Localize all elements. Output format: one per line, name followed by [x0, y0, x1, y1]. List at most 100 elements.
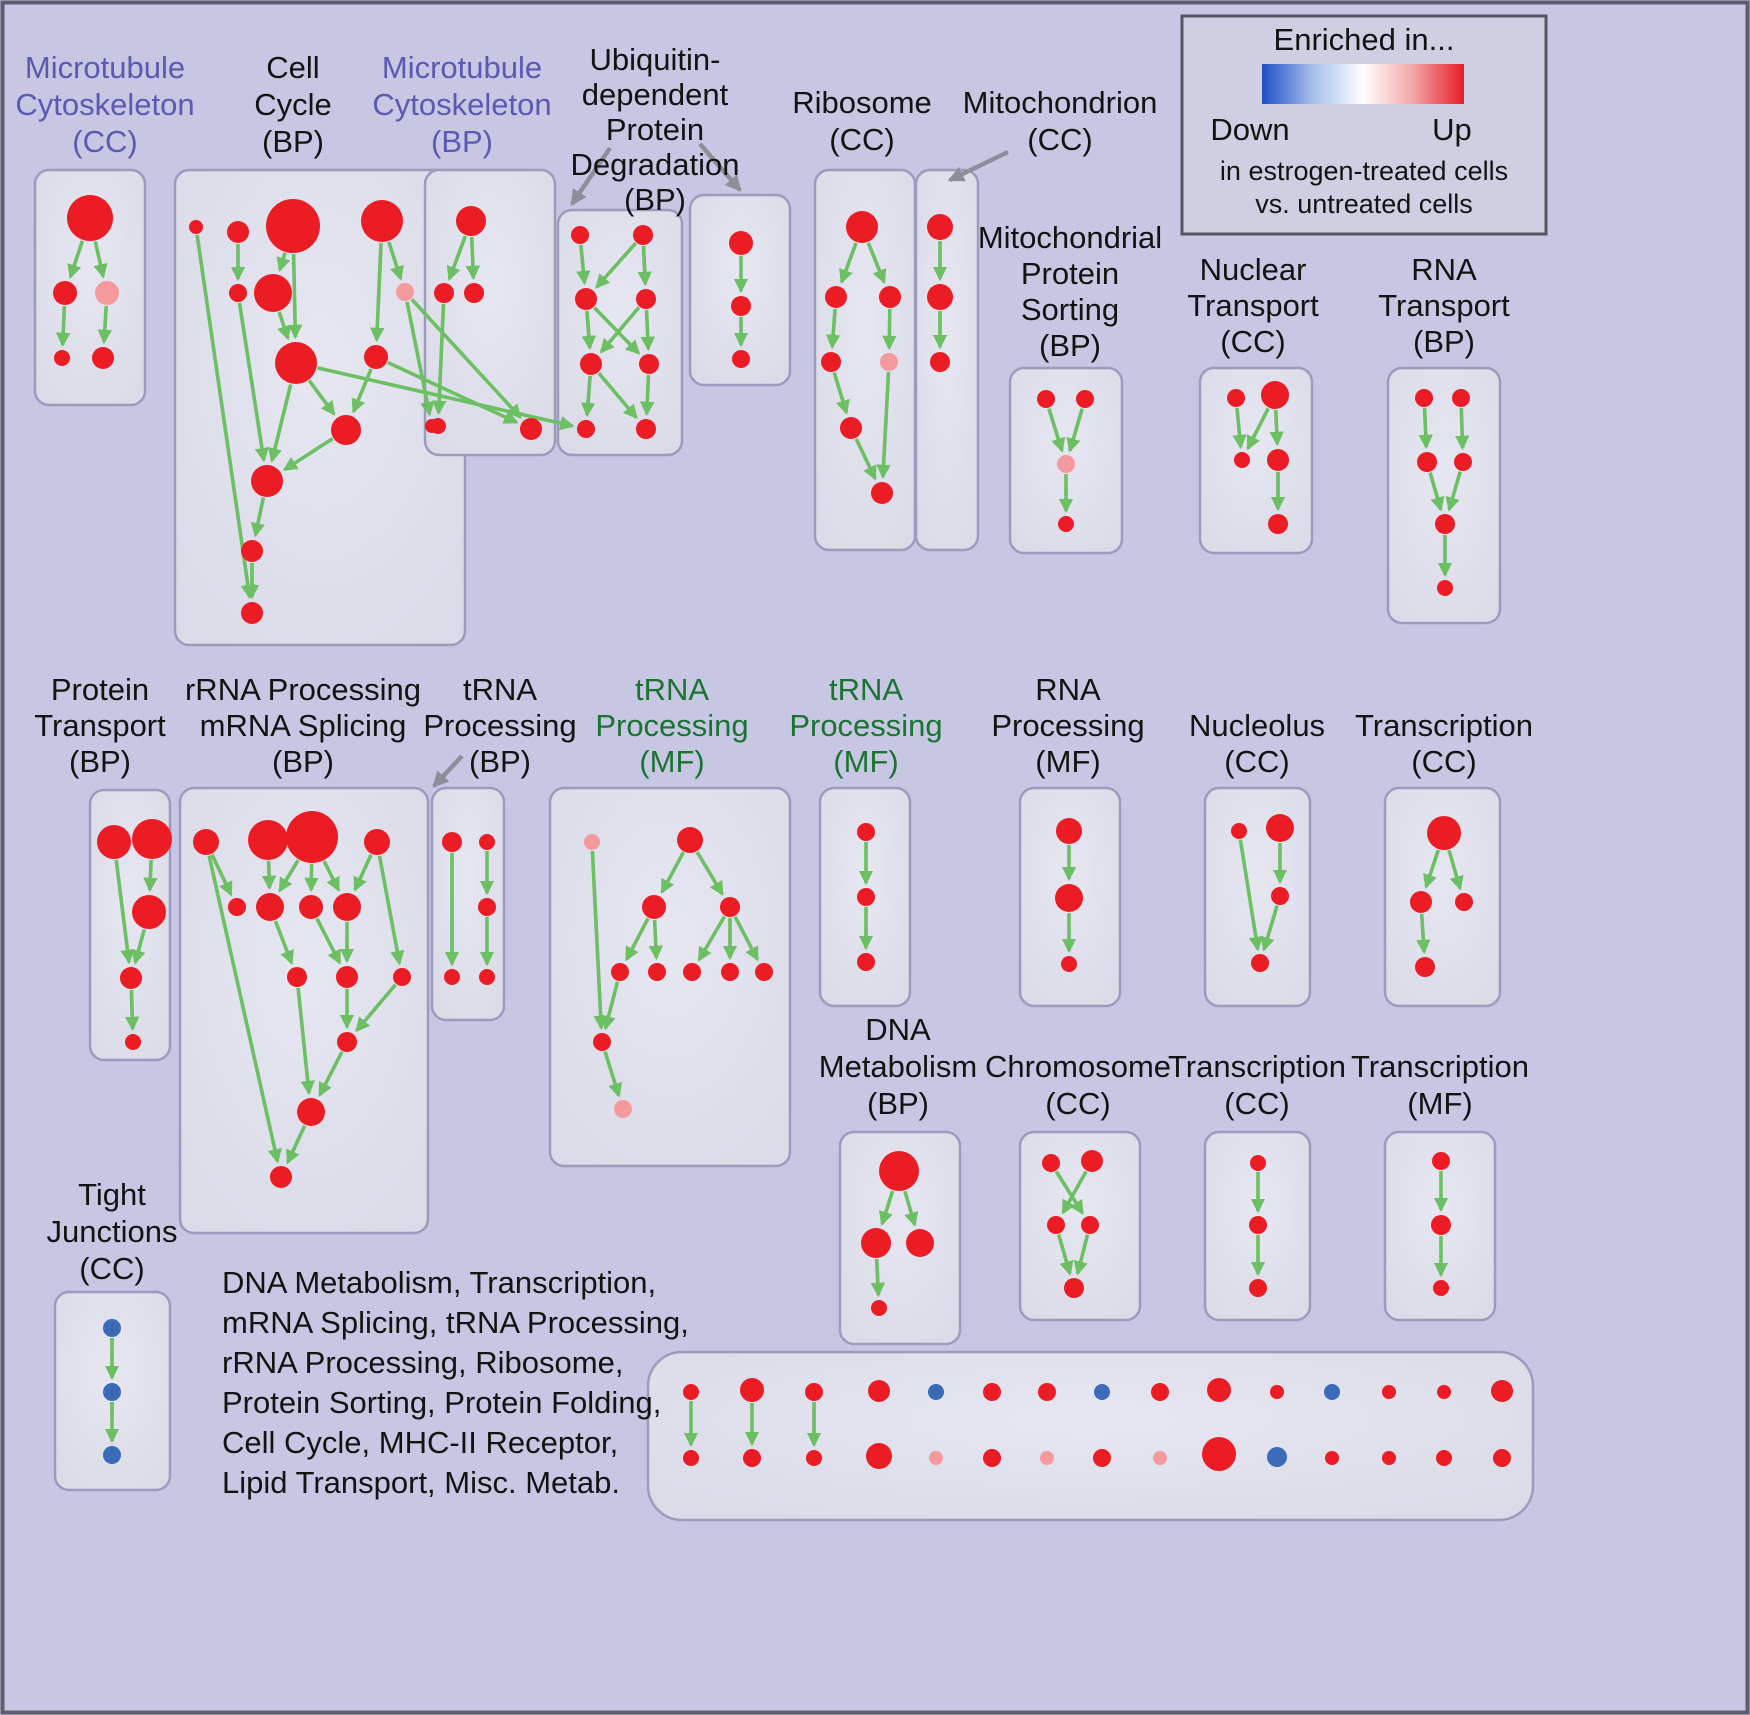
node-z2	[103, 1383, 121, 1401]
edge-arrow	[322, 860, 341, 892]
edge-arrow	[353, 853, 373, 892]
edge-arrow	[250, 497, 266, 538]
node-c7	[396, 283, 414, 301]
group-box-nucleolus-cc	[1203, 786, 1312, 1008]
node-y1	[1427, 816, 1461, 850]
node-mc2	[53, 281, 77, 305]
node-bt4	[868, 1380, 890, 1402]
node-h10	[593, 1033, 611, 1051]
node-m3	[464, 283, 484, 303]
group-label-ribosome-cc: Ribosome(CC)	[792, 85, 932, 157]
node-bt12	[1324, 1384, 1340, 1400]
edge-arrow	[125, 989, 140, 1032]
edge-arrow	[1232, 407, 1247, 450]
edge-arrow	[93, 241, 108, 279]
node-mc4	[54, 350, 70, 366]
edge-arrow	[1047, 408, 1066, 453]
node-mc5	[92, 347, 114, 369]
node-c13	[241, 540, 263, 562]
node-m1	[456, 206, 486, 236]
group-box-chromosome-cc	[1018, 1130, 1142, 1322]
node-bb14	[1436, 1450, 1452, 1466]
group-box-nuclear-transport-cc	[1198, 366, 1314, 555]
node-c4	[361, 200, 403, 242]
node-bb3	[806, 1450, 822, 1466]
node-g14	[270, 1166, 292, 1188]
edge-arrow	[1054, 1170, 1085, 1215]
node-h11	[614, 1100, 632, 1118]
node-bt13	[1382, 1385, 1396, 1399]
node-c14	[241, 602, 263, 624]
node-q3	[1417, 452, 1437, 472]
node-d3	[906, 1229, 934, 1257]
node-j2	[1431, 1215, 1451, 1235]
node-r2	[825, 286, 847, 308]
node-f1	[1250, 1155, 1266, 1171]
node-bt15	[1491, 1380, 1513, 1402]
group-box-misc-terms	[646, 1350, 1535, 1522]
edge-arrow	[733, 915, 760, 962]
node-bb1	[683, 1450, 699, 1466]
node-e2	[1081, 1150, 1103, 1172]
misc-terms-note: DNA Metabolism, Transcription,mRNA Splic…	[222, 1265, 689, 1500]
edge-arrow	[446, 235, 468, 282]
node-mc1	[67, 195, 113, 241]
edge-arrow	[1416, 913, 1431, 955]
node-m4	[430, 418, 446, 434]
node-n2	[1261, 381, 1289, 409]
node-u7	[577, 420, 595, 438]
node-y2	[1410, 891, 1432, 913]
edge-arrow	[267, 383, 293, 463]
node-d2	[861, 1228, 891, 1258]
node-c9	[364, 345, 388, 369]
node-mc3	[95, 281, 119, 305]
label-pointer-arrow	[947, 149, 1009, 183]
edge-arrow	[595, 242, 638, 289]
edge-arrow	[67, 240, 85, 279]
node-j1	[1432, 1152, 1450, 1170]
node-bb7	[1040, 1451, 1054, 1465]
node-bt1	[683, 1384, 699, 1400]
edge-arrow	[593, 306, 641, 355]
node-g8	[333, 893, 361, 921]
node-v3	[732, 350, 750, 368]
legend-up-label: Up	[1432, 112, 1472, 147]
edge-arrow	[1246, 407, 1270, 451]
edge-arrow	[114, 859, 135, 965]
edge-arrow	[839, 242, 858, 285]
edge-arrow	[1073, 1234, 1090, 1276]
node-u1	[571, 226, 589, 244]
edge-arrow	[1423, 849, 1441, 889]
legend-gradient-bar	[1262, 64, 1464, 104]
group-label-transcription-cc-a: Transcription(CC)	[1355, 708, 1533, 779]
node-n5	[1268, 514, 1288, 534]
edge-arrow	[1447, 849, 1464, 891]
node-x3	[1271, 887, 1289, 905]
label-pointer-arrow	[698, 142, 742, 192]
node-c12	[251, 465, 283, 497]
edge-arrow	[1238, 839, 1263, 952]
node-bb5	[929, 1451, 943, 1465]
edge-arrow	[601, 981, 620, 1031]
edge-arrow	[1260, 905, 1279, 952]
node-k1	[857, 823, 875, 841]
node-bt6	[983, 1383, 1001, 1401]
node-z1	[103, 1319, 121, 1337]
edge-arrow	[405, 301, 435, 417]
node-n3	[1234, 452, 1250, 468]
node-tb1	[442, 832, 462, 852]
node-h9	[755, 963, 773, 981]
node-bb10	[1202, 1437, 1236, 1471]
node-h1	[584, 834, 600, 850]
edge-arrow	[876, 371, 891, 480]
node-x2	[1266, 814, 1294, 842]
node-q1	[1415, 389, 1433, 407]
edge-arrow	[195, 234, 256, 600]
edge-arrow	[882, 308, 897, 351]
